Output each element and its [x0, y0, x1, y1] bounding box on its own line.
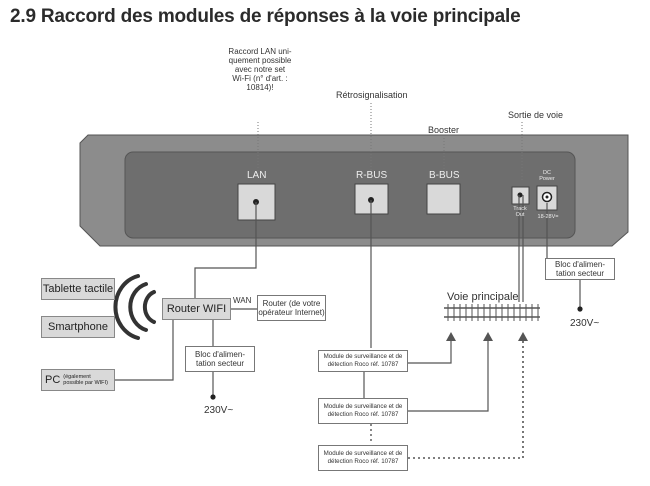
module1-feed — [408, 340, 452, 364]
pc-note: (également possible par WIFI) — [63, 374, 108, 386]
feedback-module-2: Module de surveillance et de détection R… — [318, 398, 408, 424]
track-out-connector — [517, 192, 523, 198]
tablette-box: Tablette tactile — [41, 278, 115, 300]
retro-label: Rétrosignalisation — [336, 90, 408, 100]
lan-cable — [194, 202, 257, 298]
rbus-port-label: R-BUS — [356, 170, 388, 181]
bbus-port — [426, 183, 461, 215]
module3-feed — [408, 340, 524, 459]
dc-power-label: DC Power — [539, 170, 555, 182]
wifi-icon — [113, 274, 156, 340]
power-supply-right: Bloc d'alimen- tation secteur — [545, 258, 615, 280]
voltage-right: 230V~ — [570, 318, 600, 329]
dc-range-label: 18-28V= — [537, 214, 559, 220]
page-title: 2.9 Raccord des modules de réponses à la… — [10, 6, 521, 27]
central-unit-panel — [124, 151, 576, 239]
pc-label: PC — [45, 374, 61, 386]
module2-feed — [408, 340, 489, 412]
main-track-icon — [444, 304, 540, 321]
bbus-port-label: B-BUS — [429, 170, 460, 181]
power-supply-left: Bloc d'alimen- tation secteur — [185, 346, 255, 372]
router-wifi-box: Router WIFI — [162, 298, 231, 320]
feedback-module-1: Module de surveillance et de détection R… — [318, 350, 408, 372]
lan-port-label: LAN — [247, 170, 267, 181]
sortie-label: Sortie de voie — [508, 110, 564, 120]
wan-label: WAN — [233, 296, 252, 305]
lan-note: Raccord LAN uni- quement possible avec n… — [228, 47, 292, 92]
pc-box: PC (également possible par WIFI) — [41, 369, 115, 391]
feedback-module-3: Module de surveillance et de détection R… — [318, 445, 408, 471]
voltage-left: 230V~ — [204, 405, 234, 416]
main-track-label: Voie principale — [447, 291, 519, 303]
pc-cable — [112, 320, 174, 381]
booster-label: Booster — [428, 125, 460, 135]
smartphone-box: Smartphone — [41, 316, 115, 338]
track-out-label: Track Out — [513, 206, 527, 218]
isp-router-box: Router (de votre opérateur Internet) — [257, 295, 326, 321]
